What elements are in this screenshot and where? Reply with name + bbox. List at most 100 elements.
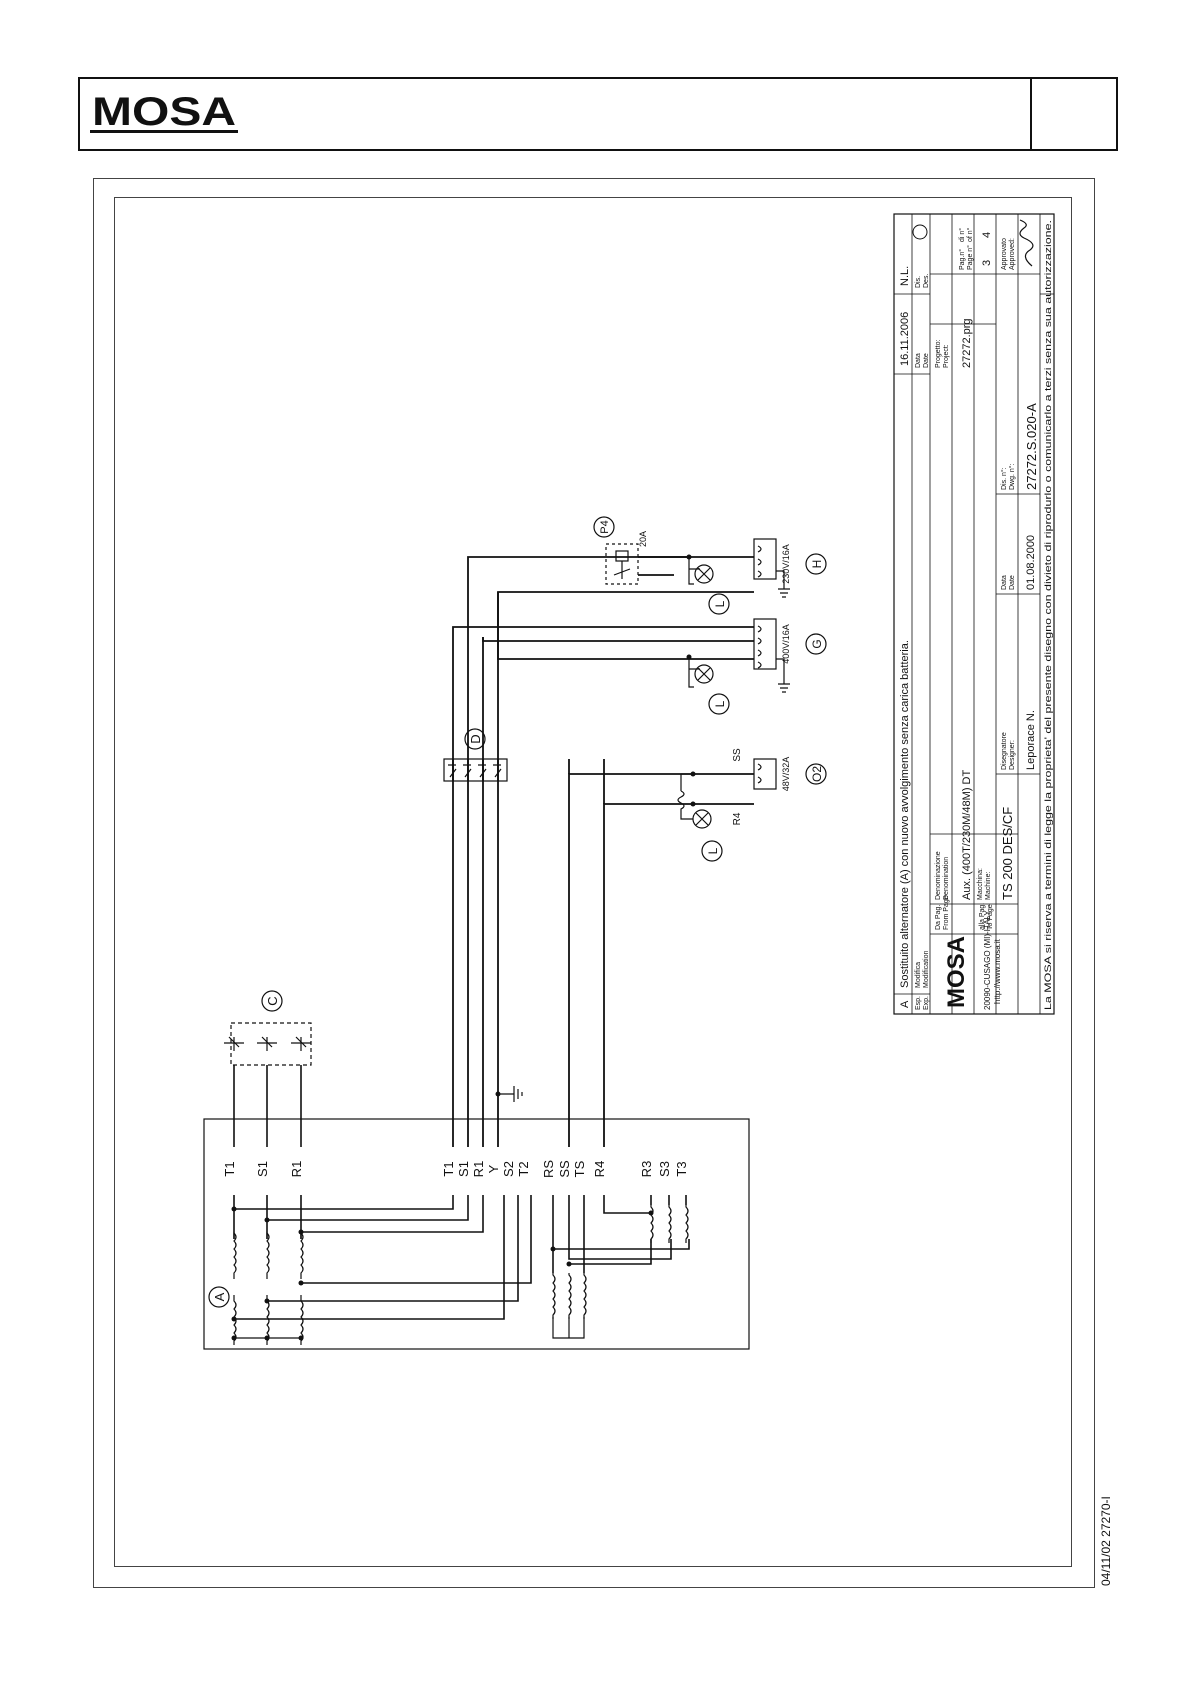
socket-o2: O2 48V/32A SS R4	[568, 748, 827, 825]
terminal-s2: S2	[501, 1161, 516, 1177]
des-label: Des.	[923, 274, 930, 288]
lamp-h-label: L	[713, 600, 727, 607]
exp-label: Exp.	[923, 996, 930, 1010]
designer-label: Disegnatore	[1001, 732, 1008, 770]
machine: TS 200 DES/CF	[1000, 807, 1015, 900]
revision-letter: A	[899, 1000, 911, 1008]
terminal-ts: TS	[572, 1160, 587, 1177]
project-label-en: Project:	[943, 344, 950, 368]
approved-label: Approvato	[1001, 238, 1008, 270]
socket-g: G 400V/16A	[753, 618, 827, 693]
title-block: A Sostituito alternatore (A) con nuovo a…	[893, 213, 1055, 1015]
terminal-y: Y	[486, 1164, 501, 1173]
terminal-ss: SS	[557, 1160, 572, 1178]
mosa-logo: MOSA	[90, 89, 240, 140]
denomination-label: Denominazione	[935, 851, 942, 900]
company-city: 20090-CUSAGO (MI)-ITALY	[983, 910, 992, 1010]
terminal-r3: R3	[639, 1161, 654, 1178]
socket-h: H 230V/16A	[753, 538, 827, 598]
page-label-en: Page n°	[966, 245, 974, 270]
alternator-junctions	[231, 1206, 654, 1341]
dis-label: Dis.	[915, 276, 922, 288]
to-page-label: alla Pag.	[979, 903, 986, 930]
disclaimer: La MOSA si riserva a termini di legge la…	[1043, 220, 1054, 1010]
breaker-p4: P4 20A	[593, 516, 689, 585]
socket-g-feeders	[452, 592, 754, 660]
alternator-windings	[233, 1205, 689, 1345]
revision-stamp-icon	[912, 224, 928, 240]
modification-label: Modification	[923, 951, 930, 988]
terminal-rs: RS	[541, 1160, 556, 1178]
denomination-label-en: Denomination	[943, 857, 950, 900]
terminal-t3: T3	[674, 1161, 689, 1176]
date-label: Date	[923, 353, 930, 368]
r4-label: R4	[732, 812, 743, 825]
modifica-label: Modifica	[915, 962, 922, 988]
document-header: MOSA	[78, 77, 1118, 151]
alternator-box	[203, 1118, 750, 1350]
lamp-o2-label: L	[706, 847, 720, 854]
capacitor-group: C	[224, 990, 312, 1147]
designer: Leporace N.	[1025, 710, 1037, 770]
socket-h-rating: 230V/16A	[781, 544, 791, 584]
date-label2: Data	[1001, 575, 1008, 590]
date: 01.08.2000	[1025, 535, 1037, 590]
lamp-g: L	[686, 654, 730, 715]
terminal-s1-left: S1	[255, 1161, 270, 1177]
ss-label: SS	[732, 748, 743, 762]
designer-label-en: Designer:	[1009, 740, 1016, 770]
terminal-labels: T1 S1 R1 T1 S1 R1 Y S2 T2 RS SS TS R4 R3…	[222, 1160, 689, 1178]
revision-text: Sostituito alternatore (A) con nuovo avv…	[899, 640, 911, 988]
drawing-number: 27272.S.020-A	[1024, 403, 1039, 490]
terminal-r4: R4	[592, 1161, 607, 1178]
socket-g-label: G	[810, 639, 824, 648]
title-logo: MOSA	[943, 936, 970, 1008]
data-label: Data	[915, 353, 922, 368]
from-page-label-en: From Page	[943, 895, 950, 930]
lamp-o2: L	[677, 771, 723, 862]
lamp-h: L	[686, 554, 730, 615]
breaker-d: D	[443, 728, 508, 782]
drawing-sheet: A	[93, 178, 1095, 1588]
terminal-t1-left: T1	[222, 1161, 237, 1176]
of-label-en: of n°	[966, 227, 974, 242]
mosa-logo-text: MOSA	[92, 90, 236, 134]
page-number: 3	[981, 260, 993, 266]
drawing-frame	[114, 197, 1072, 1567]
alternator-wiring	[233, 1195, 690, 1320]
from-page-label: Da Pag.	[935, 905, 942, 930]
to-page-label-en: To Page	[987, 904, 994, 930]
footer-reference: 04/11/02 27270-I	[1099, 1496, 1113, 1586]
machine-label-en: Machine:	[985, 872, 992, 900]
date-label2-en: Date	[1009, 575, 1016, 590]
drawing-label-en: Dwg. n°:	[1008, 463, 1016, 490]
esp-label: Esp.	[915, 996, 922, 1010]
page-total: 4	[981, 232, 993, 238]
denomination: Aux. (400T/230M/48M) DT	[961, 770, 973, 900]
socket-g-rating: 400V/16A	[781, 624, 791, 664]
socket-h-label: H	[810, 560, 824, 569]
lamp-g-label: L	[713, 700, 727, 707]
header-divider	[1030, 79, 1032, 149]
terminal-s3: S3	[657, 1161, 672, 1177]
breaker-d-label: D	[468, 734, 483, 743]
terminal-r1-left: R1	[289, 1161, 304, 1178]
capacitor-label: C	[265, 996, 280, 1005]
approval-signature	[1019, 219, 1034, 267]
project-label: Progetto:	[935, 340, 942, 368]
socket-o2-label: O2	[810, 766, 824, 782]
ground-y-icon	[495, 1086, 523, 1102]
terminal-s1: S1	[456, 1161, 471, 1177]
socket-o2-rating: 48V/32A	[781, 757, 791, 792]
breaker-p4-rating: 20A	[638, 531, 648, 547]
machine-label: Macchina:	[977, 868, 984, 900]
company-url: http://www.mosa.it	[993, 938, 1002, 1004]
breaker-p4-label: P4	[599, 520, 611, 533]
revision-author: N.L.	[899, 266, 911, 286]
terminal-r1: R1	[471, 1161, 486, 1178]
approved-label-en: Approved:	[1009, 238, 1016, 270]
drawing-label: Dis. n°:	[1000, 467, 1008, 490]
of-label: di n°	[958, 228, 966, 242]
wiring-diagram: A	[203, 213, 1055, 1350]
terminal-t2: T2	[516, 1161, 531, 1176]
